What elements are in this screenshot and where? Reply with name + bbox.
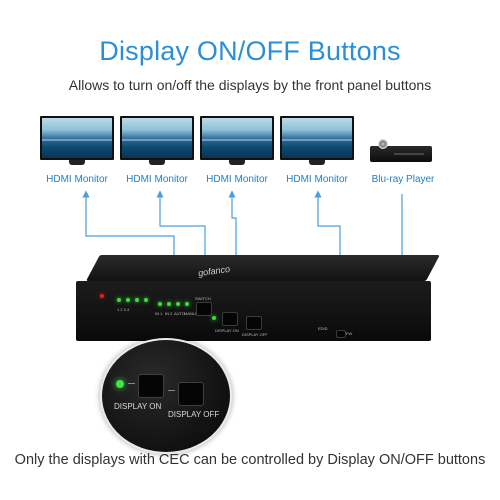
monitor-screen (280, 116, 354, 160)
zoom-display-off-label: DISPLAY OFF (168, 410, 220, 419)
disc-slot (394, 153, 424, 155)
auto-led (176, 302, 180, 306)
monitor-screen (40, 116, 114, 160)
monitor-screen (120, 116, 194, 160)
device-top (86, 255, 440, 281)
monitor-stand (69, 160, 85, 165)
label-fw: FW (346, 331, 353, 336)
zoom-display-off-button[interactable] (178, 382, 204, 406)
disc-icon (378, 139, 388, 149)
input-led-2 (167, 302, 171, 306)
page-subtitle: Allows to turn on/off the displays by th… (68, 77, 432, 93)
switch-button[interactable] (196, 302, 212, 316)
arrow-monitor-3 (228, 190, 237, 258)
arrow-monitor-1 (82, 190, 175, 258)
hdmi-monitor-2 (120, 116, 194, 165)
hdmi-splitter-device (76, 255, 440, 343)
hdmi-monitor-1 (40, 116, 114, 165)
device-front-panel (76, 281, 431, 341)
label-auto: AUTO (174, 311, 186, 316)
source-label: Blu-ray Player (371, 174, 435, 185)
zoom-display-on-label: DISPLAY ON (114, 402, 162, 411)
display-off-button[interactable] (246, 316, 262, 330)
label-display-on: DISPLAY ON (215, 328, 239, 333)
label-in2: IN 2 (165, 311, 173, 316)
monitor-stand (229, 160, 245, 165)
zoom-detail-bubble: DISPLAY ON DISPLAY OFF (100, 338, 232, 454)
monitor-label-4: HDMI Monitor (286, 174, 348, 185)
monitor-stand (149, 160, 165, 165)
output-led-4 (144, 298, 148, 302)
monitor-stand (309, 160, 325, 165)
port-numbers: 1 2 3 4 (117, 307, 130, 312)
arrow-monitor-4 (314, 190, 341, 258)
output-led-2 (126, 298, 130, 302)
fw-port[interactable] (336, 330, 346, 338)
label-display-off: DISPLAY OFF (242, 332, 268, 337)
blu-ray-player (370, 139, 432, 162)
display-on-button[interactable] (222, 312, 238, 326)
label-in1: IN 1 (155, 311, 163, 316)
zoom-dash (168, 390, 175, 391)
footer-note: Only the displays with CEC can be contro… (14, 452, 486, 468)
input-led-1 (158, 302, 162, 306)
power-led (100, 294, 104, 298)
label-edid: EDID (318, 326, 328, 331)
output-led-1 (117, 298, 121, 302)
manual-led (185, 302, 189, 306)
arrow-monitor-2 (156, 190, 206, 258)
monitor-label-3: HDMI Monitor (206, 174, 268, 185)
page-title: Display ON/OFF Buttons (99, 36, 401, 66)
zoom-dash (128, 383, 135, 384)
hdmi-monitor-4 (280, 116, 354, 165)
monitor-label-1: HDMI Monitor (46, 174, 108, 185)
label-switch: SWITCH (195, 296, 211, 301)
zoom-display-on-button[interactable] (138, 374, 164, 398)
label-manual: MANUAL (184, 311, 201, 316)
monitor-label-2: HDMI Monitor (126, 174, 188, 185)
hdmi-monitor-3 (200, 116, 274, 165)
zoom-display-on-led (116, 380, 124, 388)
monitor-screen (200, 116, 274, 160)
output-led-3 (135, 298, 139, 302)
display-on-led (212, 316, 216, 320)
